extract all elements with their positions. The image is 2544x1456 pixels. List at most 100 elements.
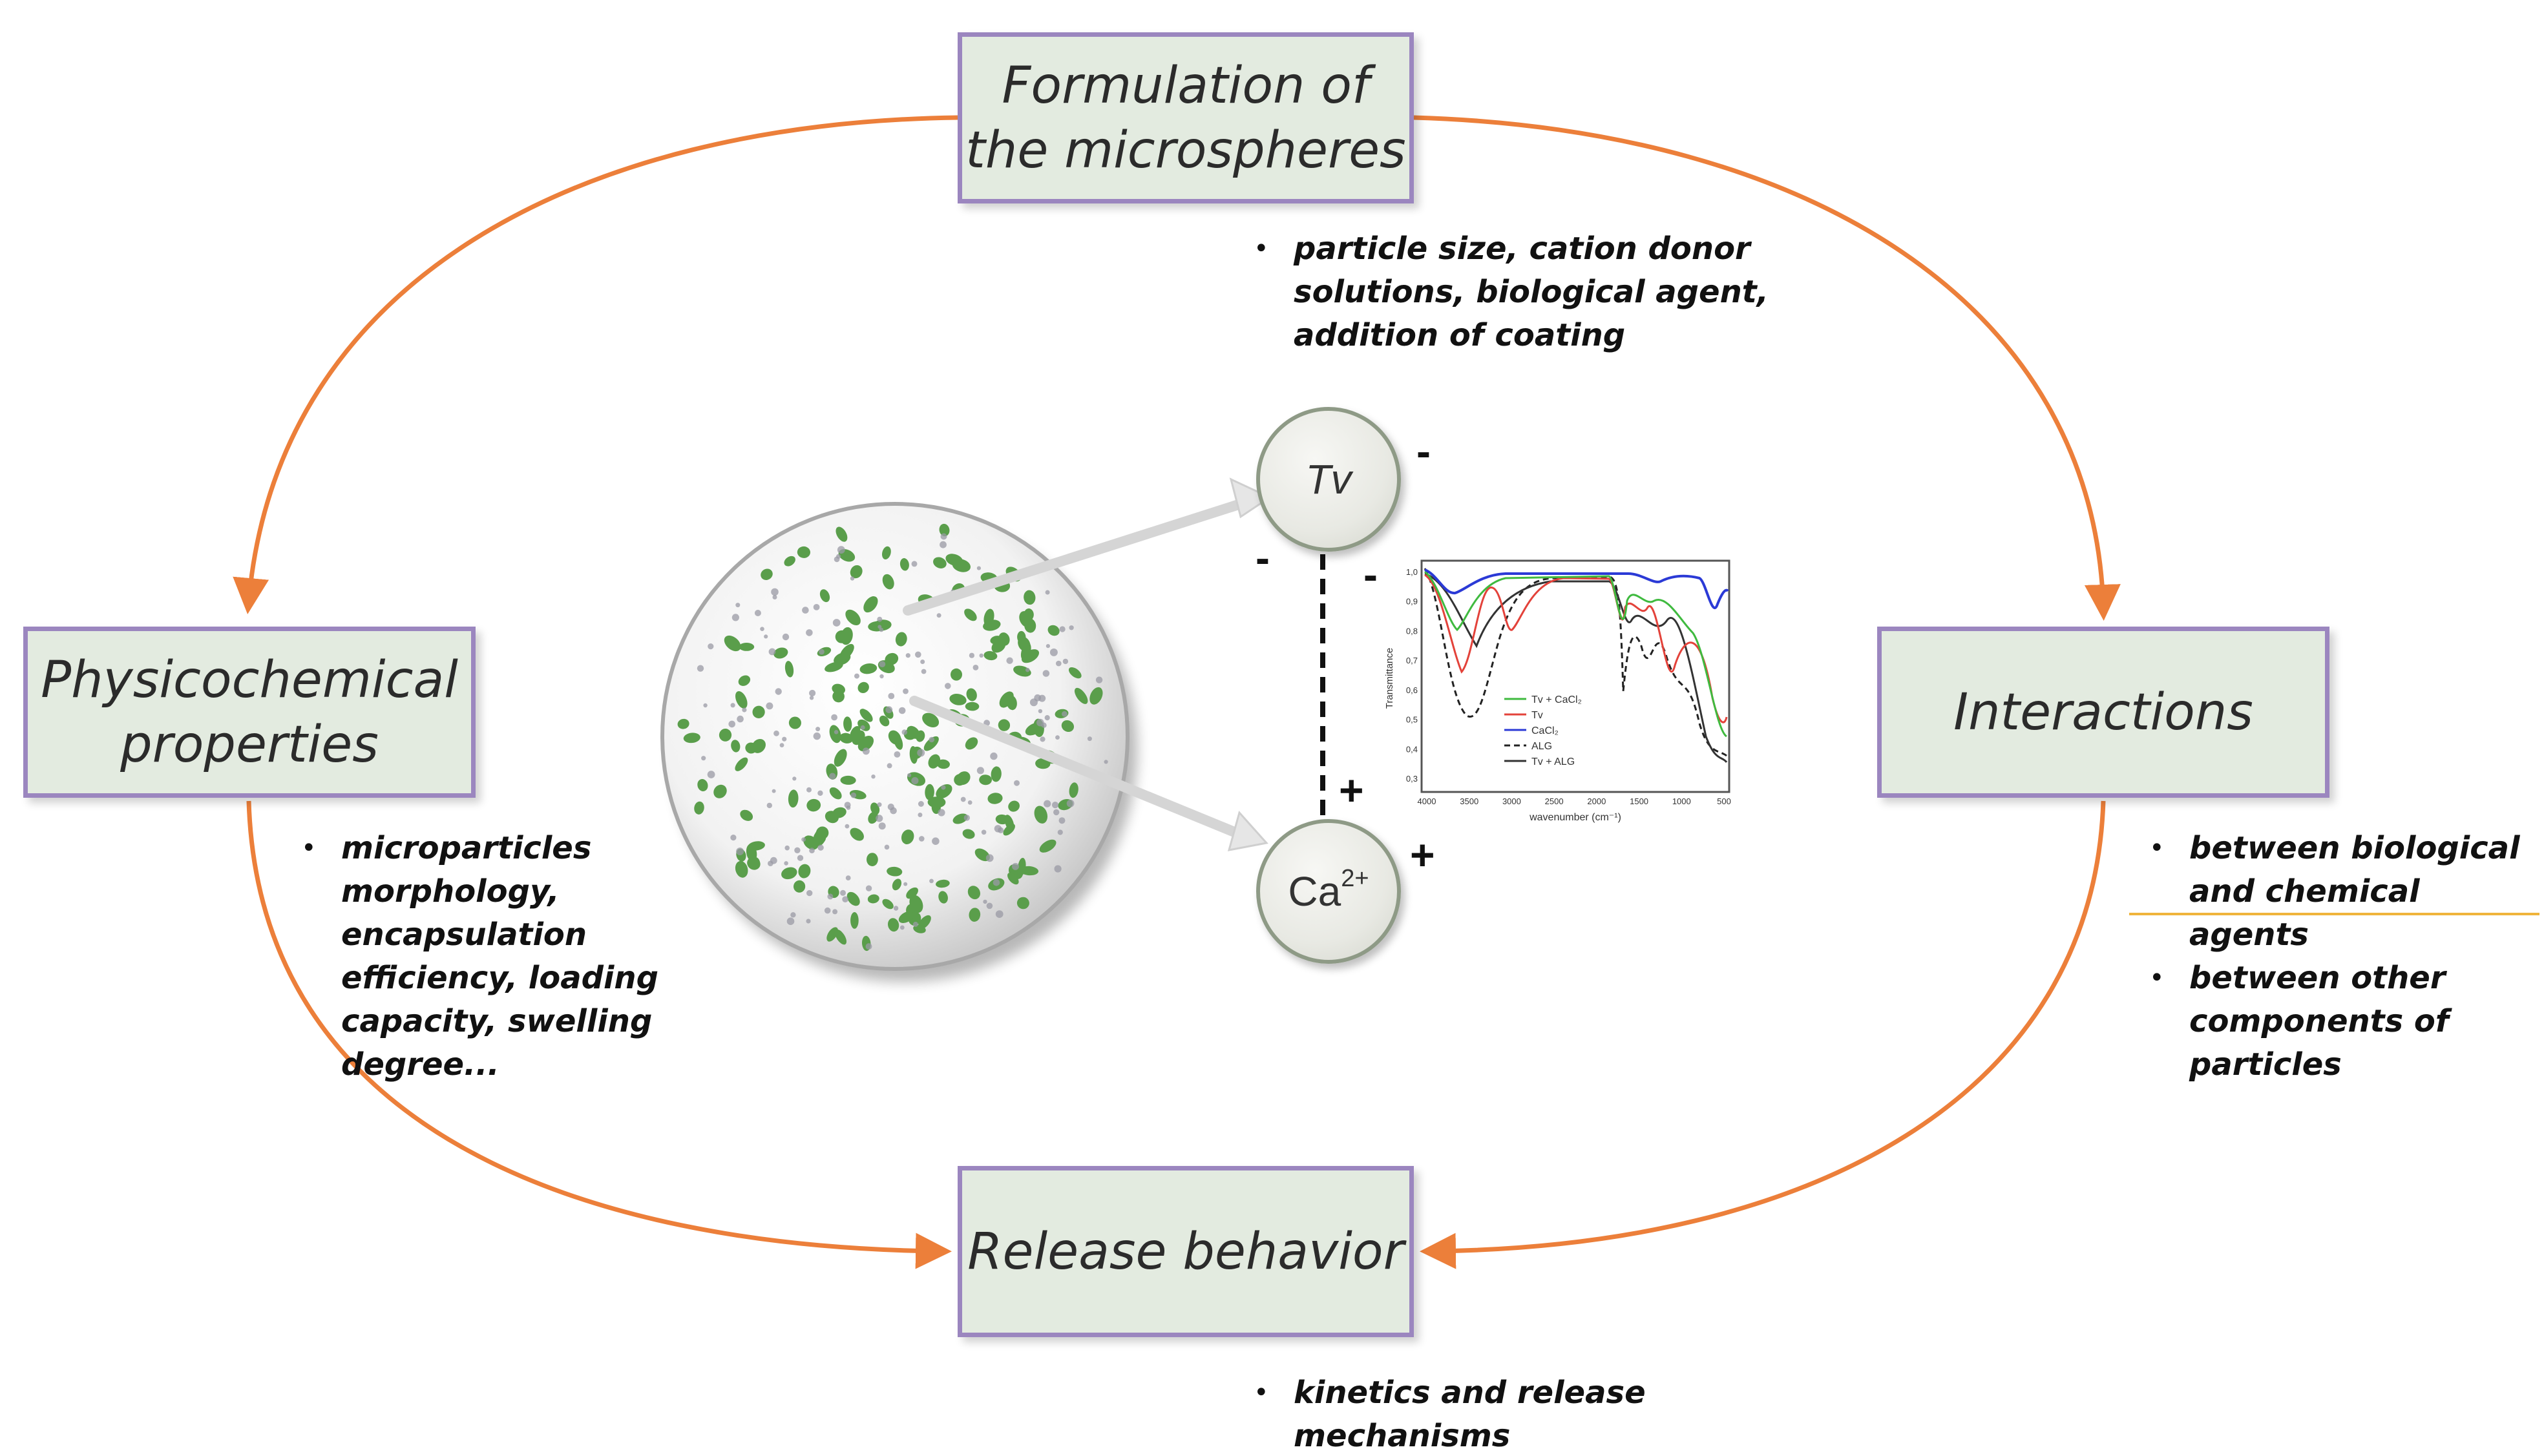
- grey-particle: [829, 773, 836, 780]
- green-particle: [839, 733, 854, 744]
- ftir-xtick-label: 1000: [1672, 796, 1691, 806]
- grey-particle: [1069, 625, 1074, 630]
- green-particle: [724, 635, 741, 652]
- grey-particle: [1059, 626, 1066, 632]
- green-particle: [857, 681, 869, 694]
- grey-particle: [735, 603, 741, 608]
- grey-particle: [837, 546, 845, 554]
- formulation-note: particle size, cation donor solutions, b…: [1254, 227, 1835, 357]
- tv-ion-node: Tv: [1256, 407, 1401, 552]
- grey-particle: [813, 604, 820, 610]
- green-particle: [784, 556, 795, 567]
- green-particle: [936, 759, 950, 769]
- green-particle: [850, 565, 863, 579]
- release-notes: kinetics and release mechanisms: [1254, 1371, 1771, 1456]
- grey-particle: [809, 848, 815, 853]
- green-particle: [949, 693, 967, 705]
- grey-particle: [786, 917, 795, 925]
- green-particle: [1061, 720, 1075, 733]
- grey-particle: [976, 566, 981, 570]
- grey-particle: [817, 844, 824, 851]
- green-particle: [909, 895, 923, 913]
- grey-particle: [901, 729, 908, 735]
- ftir-xtick-label: 2500: [1545, 796, 1564, 806]
- grey-particle: [893, 906, 899, 911]
- green-particle: [983, 650, 998, 661]
- green-particle: [1019, 610, 1033, 628]
- green-particle: [819, 589, 830, 603]
- grey-particle: [920, 660, 925, 664]
- grey-particle: [993, 879, 1000, 886]
- green-particle: [788, 789, 799, 808]
- grey-particle: [782, 633, 790, 641]
- charge-minus-link-right: -: [1363, 550, 1378, 598]
- green-particle: [936, 879, 950, 888]
- grey-particle: [1049, 648, 1058, 656]
- green-particle: [888, 730, 901, 745]
- grey-particle: [766, 702, 773, 710]
- grey-particle: [885, 706, 893, 714]
- green-particle: [991, 766, 1002, 782]
- grey-particle: [865, 943, 872, 950]
- grey-particle: [979, 653, 983, 658]
- green-particle: [882, 574, 894, 590]
- grey-particle: [809, 689, 816, 697]
- grey-particle: [742, 707, 747, 712]
- grey-particle: [986, 902, 993, 910]
- green-particle: [923, 736, 939, 751]
- green-particle: [879, 715, 890, 727]
- green-particle: [867, 894, 879, 904]
- tv-label: Tv: [1305, 456, 1352, 503]
- grey-particle: [736, 848, 744, 855]
- green-particle: [1039, 839, 1056, 853]
- green-particle: [907, 725, 920, 739]
- green-particle: [1007, 872, 1019, 885]
- green-particle: [788, 716, 801, 729]
- green-particle: [797, 546, 810, 558]
- green-particle: [840, 627, 853, 645]
- grey-particle: [877, 802, 882, 807]
- green-particle: [793, 880, 806, 893]
- green-particle: [781, 867, 797, 880]
- ftir-xtick-label: 1500: [1630, 796, 1648, 806]
- grey-particle: [845, 824, 850, 829]
- grey-particle: [879, 661, 886, 667]
- physicochemical-box: Physicochemical properties: [23, 627, 476, 798]
- grey-particle: [919, 836, 925, 842]
- grey-particle: [832, 909, 838, 915]
- physicochemical-note: microparticles morphology, encapsulation…: [301, 827, 702, 1087]
- calcium-label: Ca2+: [1288, 864, 1369, 915]
- grey-particle: [938, 809, 945, 816]
- green-particle: [987, 793, 1003, 804]
- grey-particle: [790, 912, 796, 918]
- grey-particle: [701, 756, 706, 761]
- green-particle: [969, 908, 981, 922]
- green-particle: [834, 929, 847, 945]
- grey-particle: [969, 652, 974, 658]
- grey-particle: [1044, 800, 1051, 807]
- physicochemical-title-line1: Physicochemical: [41, 650, 458, 709]
- grey-particle: [945, 683, 951, 689]
- grey-particle: [784, 845, 790, 851]
- green-particle: [965, 737, 978, 750]
- grey-particle: [840, 889, 846, 896]
- green-particle: [1004, 815, 1014, 832]
- grey-particle: [1038, 694, 1046, 702]
- grey-particle: [1054, 865, 1062, 873]
- grey-particle: [907, 773, 912, 778]
- ftir-xtick-label: 3500: [1460, 796, 1478, 806]
- grey-particle: [915, 651, 921, 658]
- green-particle: [713, 784, 727, 798]
- grey-particle: [760, 627, 764, 631]
- green-particle: [1069, 782, 1078, 798]
- green-particle: [850, 912, 859, 929]
- grey-particle: [941, 785, 946, 790]
- interactions-box: Interactions: [1877, 627, 2329, 798]
- grey-particle: [854, 673, 859, 679]
- grey-particle: [1046, 644, 1050, 649]
- grey-particle: [766, 802, 773, 809]
- grey-particle: [836, 554, 841, 559]
- grey-particle: [921, 669, 927, 674]
- ftir-xtick-label: 2000: [1587, 796, 1606, 806]
